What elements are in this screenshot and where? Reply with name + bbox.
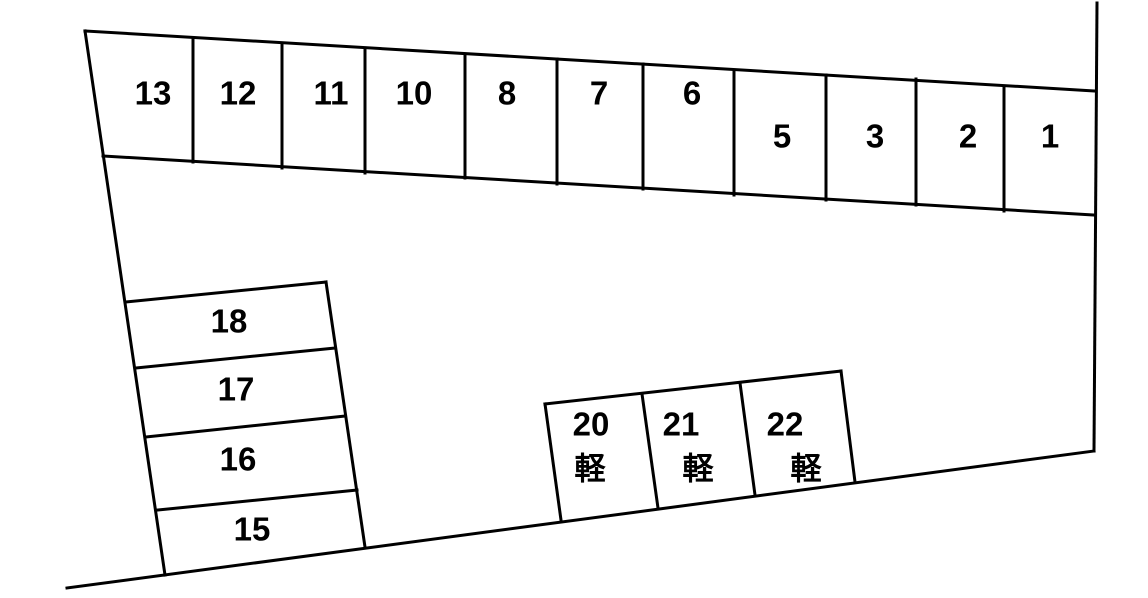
space-label-15: 15 — [234, 511, 271, 548]
divider-20-21 — [640, 392, 660, 510]
kei-label-20: 軽 — [575, 452, 607, 488]
bottom-group-top-line — [543, 369, 843, 406]
divider-18-17 — [134, 346, 337, 370]
top-row-lower-line — [101, 154, 1096, 217]
space-label-16: 16 — [220, 441, 257, 478]
right-boundary-line — [1092, 1, 1099, 453]
kei-label-22: 軽 — [791, 452, 823, 488]
space-label-11: 11 — [314, 75, 349, 112]
space-label-18: 18 — [211, 303, 248, 340]
bottom-boundary-line — [65, 449, 1096, 590]
space-label-5: 5 — [773, 118, 791, 155]
space-label-22: 22 — [767, 406, 804, 443]
space-label-1: 1 — [1041, 118, 1059, 155]
space-label-2: 2 — [959, 118, 977, 155]
bottom-group-left-line — [543, 402, 563, 522]
divider-16-15 — [156, 488, 359, 512]
space-label-21: 21 — [663, 406, 700, 443]
space-label-10: 10 — [396, 75, 433, 112]
kei-label-21: 軽 — [683, 452, 715, 488]
bottom-group-right-line — [839, 369, 857, 484]
space-label-17: 17 — [218, 371, 255, 408]
left-block-top-line — [124, 280, 328, 304]
space-label-8: 8 — [498, 75, 516, 112]
space-label-13: 13 — [135, 75, 172, 112]
top-row-upper-line — [83, 29, 1097, 93]
space-label-20: 20 — [573, 406, 610, 443]
divider-17-16 — [144, 414, 347, 439]
divider-21-22 — [738, 381, 757, 497]
space-label-3: 3 — [866, 118, 884, 155]
space-label-7: 7 — [590, 75, 608, 112]
space-label-12: 12 — [220, 75, 257, 112]
space-label-6: 6 — [683, 75, 701, 112]
